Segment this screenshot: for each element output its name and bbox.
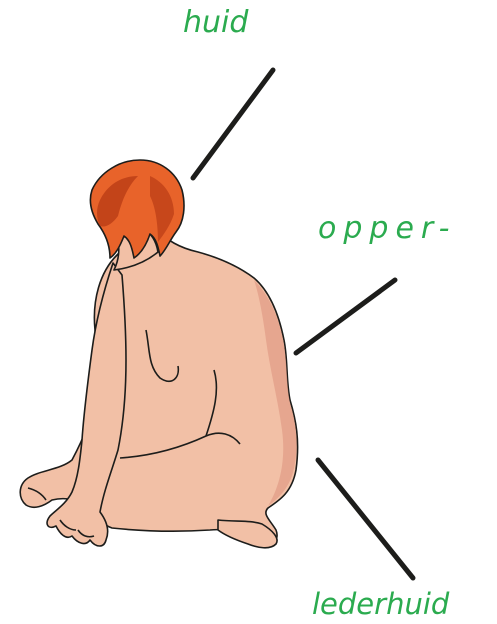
label-lederhuid: lederhuid [312, 590, 449, 619]
label-huid: huid [183, 8, 248, 38]
person-figure [20, 160, 297, 548]
leader-line-huid [193, 70, 273, 178]
leader-line-lederhuid [318, 460, 413, 578]
label-opper: opper- [318, 214, 456, 244]
leader-line-opper [296, 280, 395, 353]
